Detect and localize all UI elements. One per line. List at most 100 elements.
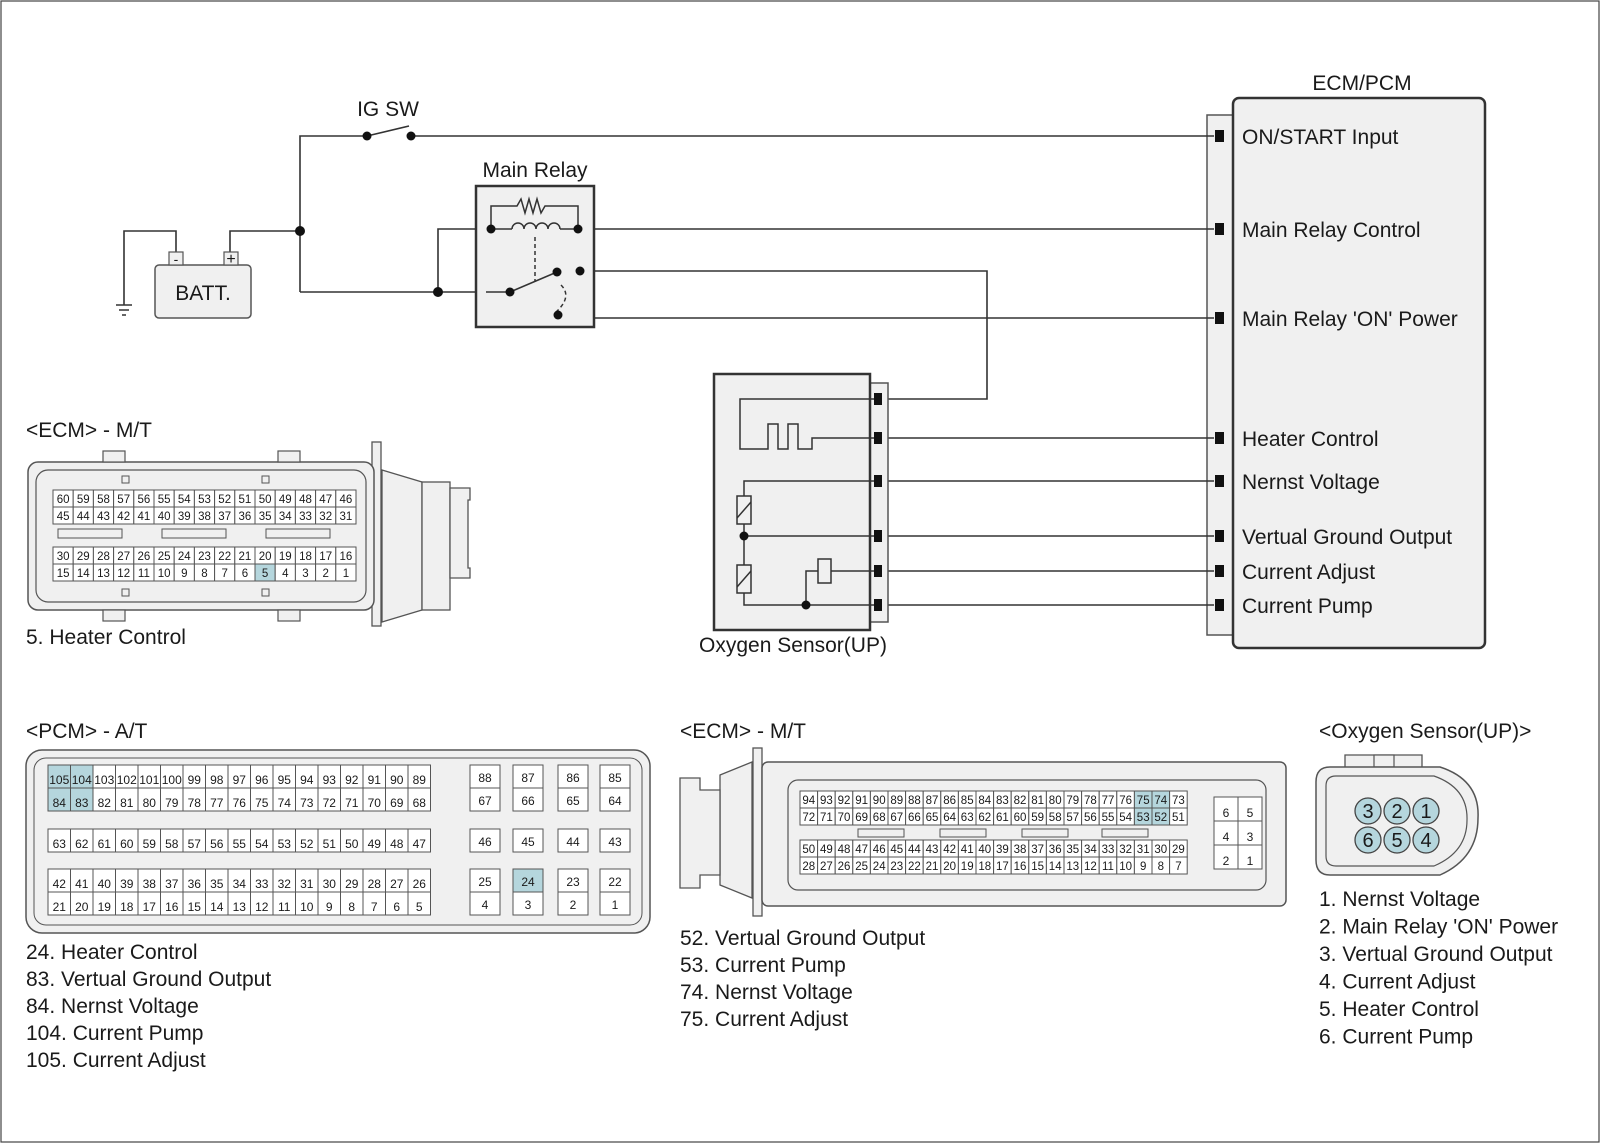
pin-number: 27	[390, 877, 404, 891]
pin-number: 101	[139, 773, 159, 787]
pin-number: 43	[926, 844, 939, 856]
pin-number: 76	[233, 796, 247, 810]
pin-note: 24. Heater Control	[26, 941, 198, 964]
pin-cell	[1213, 820, 1239, 846]
pin-number: 56	[138, 494, 151, 506]
pin-number: 9	[326, 900, 333, 914]
pin-number: 49	[368, 837, 382, 851]
pin-number: 47	[319, 494, 332, 506]
o2-connector-title: <Oxygen Sensor(UP)>	[1319, 720, 1531, 743]
pin-number: 75	[1137, 795, 1150, 807]
pin-number: 92	[345, 773, 359, 787]
pin-number: 79	[1066, 795, 1079, 807]
ecm-terminal-pin	[1215, 599, 1224, 611]
o2-sensor-label: Oxygen Sensor(UP)	[699, 634, 887, 657]
pin-number: 96	[255, 773, 269, 787]
pin-number: 5	[416, 900, 423, 914]
pin-number: 3	[302, 568, 308, 580]
pin-number: 82	[1014, 795, 1027, 807]
pin-number: 64	[943, 812, 956, 824]
pin-number: 16	[340, 551, 353, 563]
pin-cell	[1237, 796, 1263, 822]
pin-number: 16	[165, 900, 179, 914]
pin-note: 6. Current Pump	[1319, 1026, 1473, 1049]
pin-number: 51	[323, 837, 337, 851]
pin-cell	[557, 891, 589, 916]
pin-cell	[407, 828, 431, 853]
pin-number: 33	[1102, 844, 1115, 856]
pin-number: 46	[340, 494, 353, 506]
ground-icon	[116, 304, 132, 316]
pin-number: 104	[72, 773, 92, 787]
ecm-mt-left-notes: 5. Heater Control	[26, 626, 186, 649]
pin-number: 51	[239, 494, 252, 506]
pin-number: 61	[996, 812, 1009, 824]
pin-number: 37	[218, 511, 231, 523]
pin-number: 3	[525, 898, 532, 912]
pin-cell	[512, 828, 544, 853]
o2-pins	[874, 393, 882, 611]
pin-number: 1	[612, 898, 619, 912]
pin-number: 41	[961, 844, 974, 856]
pin-number: 14	[1049, 861, 1062, 873]
wire-relay-coil-in	[437, 228, 490, 292]
pin-number: 17	[143, 900, 157, 914]
pin-number: 59	[77, 494, 90, 506]
pin-number: 84	[978, 795, 991, 807]
battery-label: BATT.	[175, 282, 231, 305]
pin-number: 25	[158, 551, 171, 563]
pin-number: 77	[210, 796, 224, 810]
pin-number: 59	[1031, 812, 1044, 824]
pin-number: 23	[198, 551, 211, 563]
pin-number: 40	[98, 877, 112, 891]
pin-number: 54	[1119, 812, 1132, 824]
pin-number: 41	[75, 877, 89, 891]
pin-number: 99	[188, 773, 202, 787]
pin-number: 44	[566, 835, 580, 849]
pin-number: 21	[53, 900, 67, 914]
pin-number: 32	[1119, 844, 1132, 856]
wire-relay-to-o2	[580, 270, 988, 400]
pin-number: 44	[77, 511, 90, 523]
pin-number: 12	[1084, 861, 1097, 873]
pin-number: 55	[233, 837, 247, 851]
pin-number: 2	[322, 568, 328, 580]
pin-number: 33	[255, 877, 269, 891]
pin-cell	[1169, 856, 1188, 875]
pin-number: 69	[855, 812, 868, 824]
pin-number: 4	[1223, 830, 1230, 844]
pin-number: 89	[890, 795, 903, 807]
pin-number: 18	[120, 900, 134, 914]
junction-dots	[295, 226, 443, 297]
pin-number: 88	[908, 795, 921, 807]
pin-number: 98	[210, 773, 224, 787]
pin-number: 39	[178, 511, 191, 523]
pin-number: 1	[343, 568, 349, 580]
pin-number: 70	[368, 796, 382, 810]
battery-plus: +	[226, 251, 235, 268]
pin-number: 18	[978, 861, 991, 873]
pin-number: 97	[233, 773, 247, 787]
pin-number: 53	[198, 494, 211, 506]
o2-pin	[1383, 826, 1411, 854]
pin-number: 47	[413, 837, 427, 851]
pin-cell	[512, 891, 544, 916]
ecm-mt-left-title: <ECM> - M/T	[26, 419, 152, 442]
pin-cell	[1237, 844, 1263, 870]
pin-number: 19	[961, 861, 974, 873]
pin-number: 13	[97, 568, 110, 580]
pin-number: 100	[162, 773, 182, 787]
ecm-terminal-pin	[1215, 530, 1224, 542]
pin-number: 18	[299, 551, 312, 563]
pin-number: 39	[120, 877, 134, 891]
pin-number: 92	[838, 795, 851, 807]
oxygen-sensor: Oxygen Sensor(UP)	[699, 372, 889, 657]
pin-number: 43	[97, 511, 110, 523]
ecm-terminal-pin	[1215, 475, 1224, 487]
pin-number: 79	[165, 796, 179, 810]
pin-number: 64	[608, 794, 622, 808]
